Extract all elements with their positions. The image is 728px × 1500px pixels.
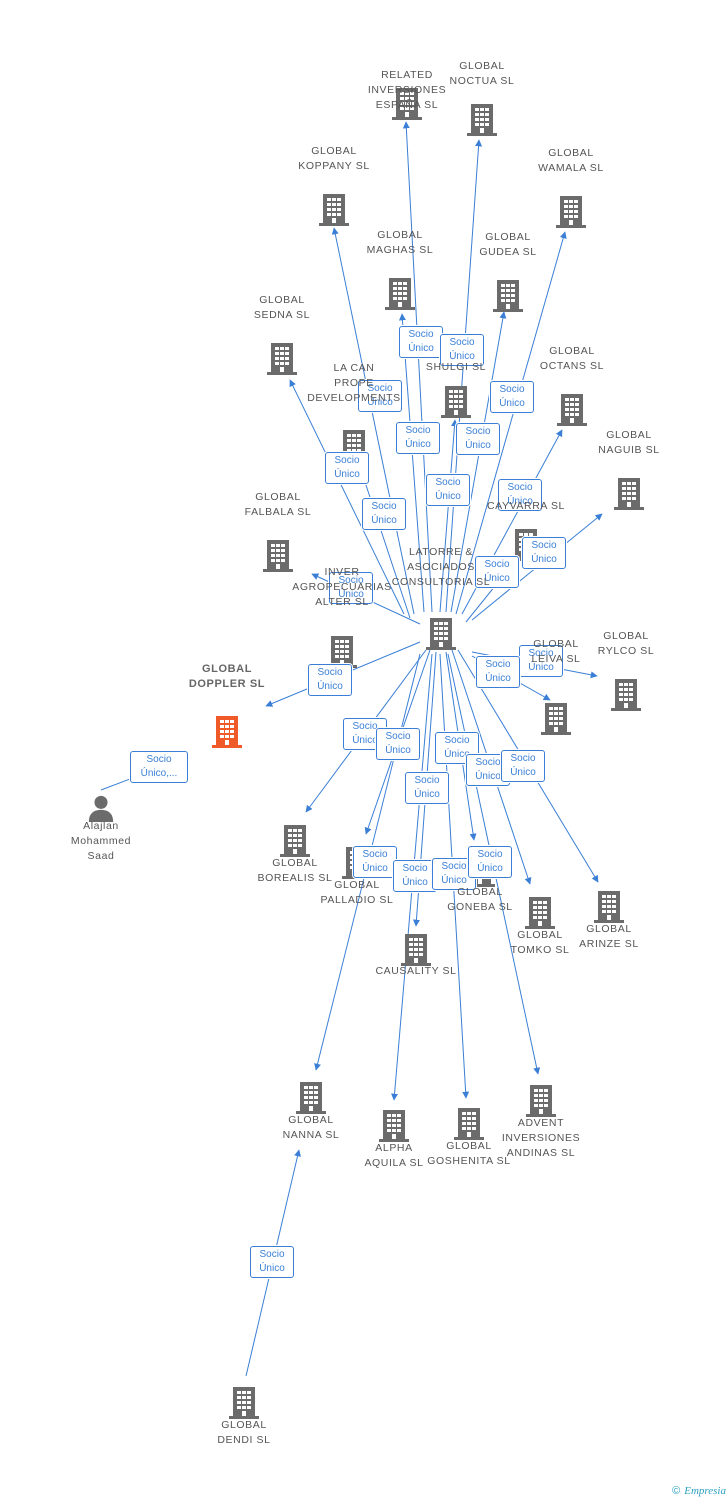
edge-label-latorre-goneba[interactable]: Socio Único: [435, 732, 479, 764]
edge-label-latorre-rylco[interactable]: Socio Único: [519, 645, 563, 677]
node-label-noctua[interactable]: GLOBAL NOCTUA SL: [449, 60, 515, 87]
building-icon-gudea[interactable]: [493, 280, 523, 312]
edge-label-latorre-causality[interactable]: Socio Único: [405, 772, 449, 804]
node-label-goneba[interactable]: GLOBAL GONEBA SL: [447, 886, 513, 913]
node-label-alter[interactable]: INVER AGROPECUARIAS ALTER SL: [292, 565, 392, 608]
node-label-gudea[interactable]: GLOBAL GUDEA SL: [479, 231, 537, 258]
edge-latorre-gudea: [450, 311, 507, 613]
edge-latorre-sedna: [289, 379, 405, 615]
node-label-related[interactable]: RELATED INVERSIONES ESPAÑA SL: [367, 68, 447, 111]
edge-label-latorre-cayvarra[interactable]: Socio Único: [475, 556, 519, 588]
brand-logo: Empresia: [684, 1485, 726, 1497]
building-icon-arinze[interactable]: [594, 891, 624, 923]
node-label-octans[interactable]: GLOBAL OCTANS SL: [539, 345, 605, 372]
node-label-sedna[interactable]: GLOBAL SEDNA SL: [253, 294, 311, 321]
node-label-shulgi[interactable]: SHULGI SL: [425, 360, 487, 373]
edge-label-latorre-maghas[interactable]: Socio Único: [396, 422, 440, 454]
node-label-dendi[interactable]: GLOBAL DENDI SL: [217, 1419, 271, 1446]
edge-latorre-lacan: [358, 466, 411, 619]
building-icon-maghas[interactable]: [385, 278, 415, 310]
node-label-goshenita[interactable]: GLOBAL GOSHENITA SL: [427, 1140, 511, 1167]
edge-label-dendi-nanna[interactable]: Socio Único: [250, 1246, 294, 1278]
edge-latorre-related: [402, 121, 433, 613]
building-icon-latorre[interactable]: [426, 618, 456, 650]
edge-label-latorre-palladio[interactable]: Socio Único: [376, 728, 420, 760]
node-label-latorre[interactable]: LATORRE & ASOCIADOS CONSULTORIA SL: [391, 545, 491, 588]
edge-label-latorre-arinze[interactable]: Socio Único: [501, 750, 545, 782]
building-icon-noctua[interactable]: [467, 104, 497, 136]
edge-latorre-maghas: [398, 313, 425, 613]
node-label-nanna[interactable]: GLOBAL NANNA SL: [282, 1114, 340, 1141]
edge-label-latorre-leiva[interactable]: Socio Único: [476, 656, 520, 688]
node-label-wamala[interactable]: GLOBAL WAMALA SL: [538, 147, 604, 174]
node-label-lacan[interactable]: LA CAN PROPE DEVELOPMENTS: [307, 361, 401, 404]
building-icon-leiva[interactable]: [541, 703, 571, 735]
node-label-falbala[interactable]: GLOBAL FALBALA SL: [244, 491, 312, 518]
edge-label-latorre-shulgi[interactable]: Socio Único: [426, 474, 470, 506]
building-icon-naguib[interactable]: [614, 478, 644, 510]
building-icon-advent[interactable]: [526, 1085, 556, 1117]
edge-label-latorre-noctua[interactable]: Socio Único: [440, 334, 484, 366]
edge-label-latorre-lacan[interactable]: Socio Único: [362, 498, 406, 530]
node-label-arinze[interactable]: GLOBAL ARINZE SL: [579, 923, 639, 950]
edge-latorre-koppany: [331, 227, 415, 615]
edge-label-latorre-sedna[interactable]: Socio Único: [325, 452, 369, 484]
building-icon-sedna[interactable]: [267, 343, 297, 375]
edge-latorre-shulgi: [439, 419, 458, 613]
edge-label-latorre-naguib[interactable]: Socio Único: [522, 537, 566, 569]
building-icon-causality[interactable]: [401, 934, 431, 966]
building-icon-alpha[interactable]: [379, 1110, 409, 1142]
node-label-doppler[interactable]: GLOBAL DOPPLER SL: [188, 663, 266, 690]
building-icon-doppler[interactable]: [212, 716, 242, 748]
edge-label-latorre-alter[interactable]: Socio Único: [329, 572, 373, 604]
node-label-causality[interactable]: CAUSALITY SL: [375, 965, 457, 977]
edge-label-latorre-advent[interactable]: Socio Único: [468, 846, 512, 878]
node-label-rylco[interactable]: GLOBAL RYLCO SL: [597, 630, 655, 657]
node-label-advent[interactable]: ADVENT INVERSIONES ANDINAS SL: [501, 1117, 581, 1159]
node-label-palladio[interactable]: GLOBAL PALLADIO SL: [320, 879, 394, 906]
building-icon-dendi[interactable]: [229, 1387, 259, 1419]
node-label-naguib[interactable]: GLOBAL NAGUIB SL: [598, 429, 660, 456]
node-label-tomko[interactable]: GLOBAL TOMKO SL: [510, 929, 570, 956]
edge-label-latorre-related[interactable]: Socio Único: [399, 326, 443, 358]
node-label-leiva[interactable]: GLOBAL LEIVA SL: [531, 638, 581, 665]
edge-latorre-wamala: [455, 231, 567, 615]
edge-label-alajlan-doppler[interactable]: Socio Único,...: [130, 751, 188, 783]
building-icon-rylco[interactable]: [611, 679, 641, 711]
edge-latorre-noctua: [445, 139, 483, 613]
edge-label-latorre-gudea[interactable]: Socio Único: [456, 423, 500, 455]
edge-label-latorre-wamala[interactable]: Socio Único: [490, 381, 534, 413]
edge-label-latorre-doppler[interactable]: Socio Único: [308, 664, 352, 696]
building-icon-borealis[interactable]: [280, 825, 310, 857]
building-icon-octans[interactable]: [557, 394, 587, 426]
building-icon-wamala[interactable]: [556, 196, 586, 228]
edge-label-latorre-koppany[interactable]: Socio Único: [358, 380, 402, 412]
building-icon-goshenita[interactable]: [454, 1108, 484, 1140]
copyright-icon: ©: [672, 1485, 681, 1497]
edge-label-latorre-nanna[interactable]: Socio Único: [353, 846, 397, 878]
node-label-cayvarra[interactable]: CAYVARRA SL: [487, 499, 565, 512]
node-label-borealis[interactable]: GLOBAL BOREALIS SL: [257, 857, 333, 884]
building-icon-nanna[interactable]: [296, 1082, 326, 1114]
edge-label-latorre-alpha[interactable]: Socio Único: [393, 860, 437, 892]
credits[interactable]: ©Empresia: [672, 1485, 726, 1497]
node-label-alpha[interactable]: ALPHA AQUILA SL: [364, 1142, 424, 1169]
edge-label-latorre-octans[interactable]: Socio Único: [498, 479, 542, 511]
node-label-alajlan[interactable]: Alajlan Mohammed Saad: [70, 820, 132, 862]
node-label-maghas[interactable]: GLOBAL MAGHAS SL: [366, 229, 434, 256]
building-icon-koppany[interactable]: [319, 194, 349, 226]
node-label-koppany[interactable]: GLOBAL KOPPANY SL: [298, 145, 370, 172]
building-icon-shulgi[interactable]: [441, 386, 471, 418]
